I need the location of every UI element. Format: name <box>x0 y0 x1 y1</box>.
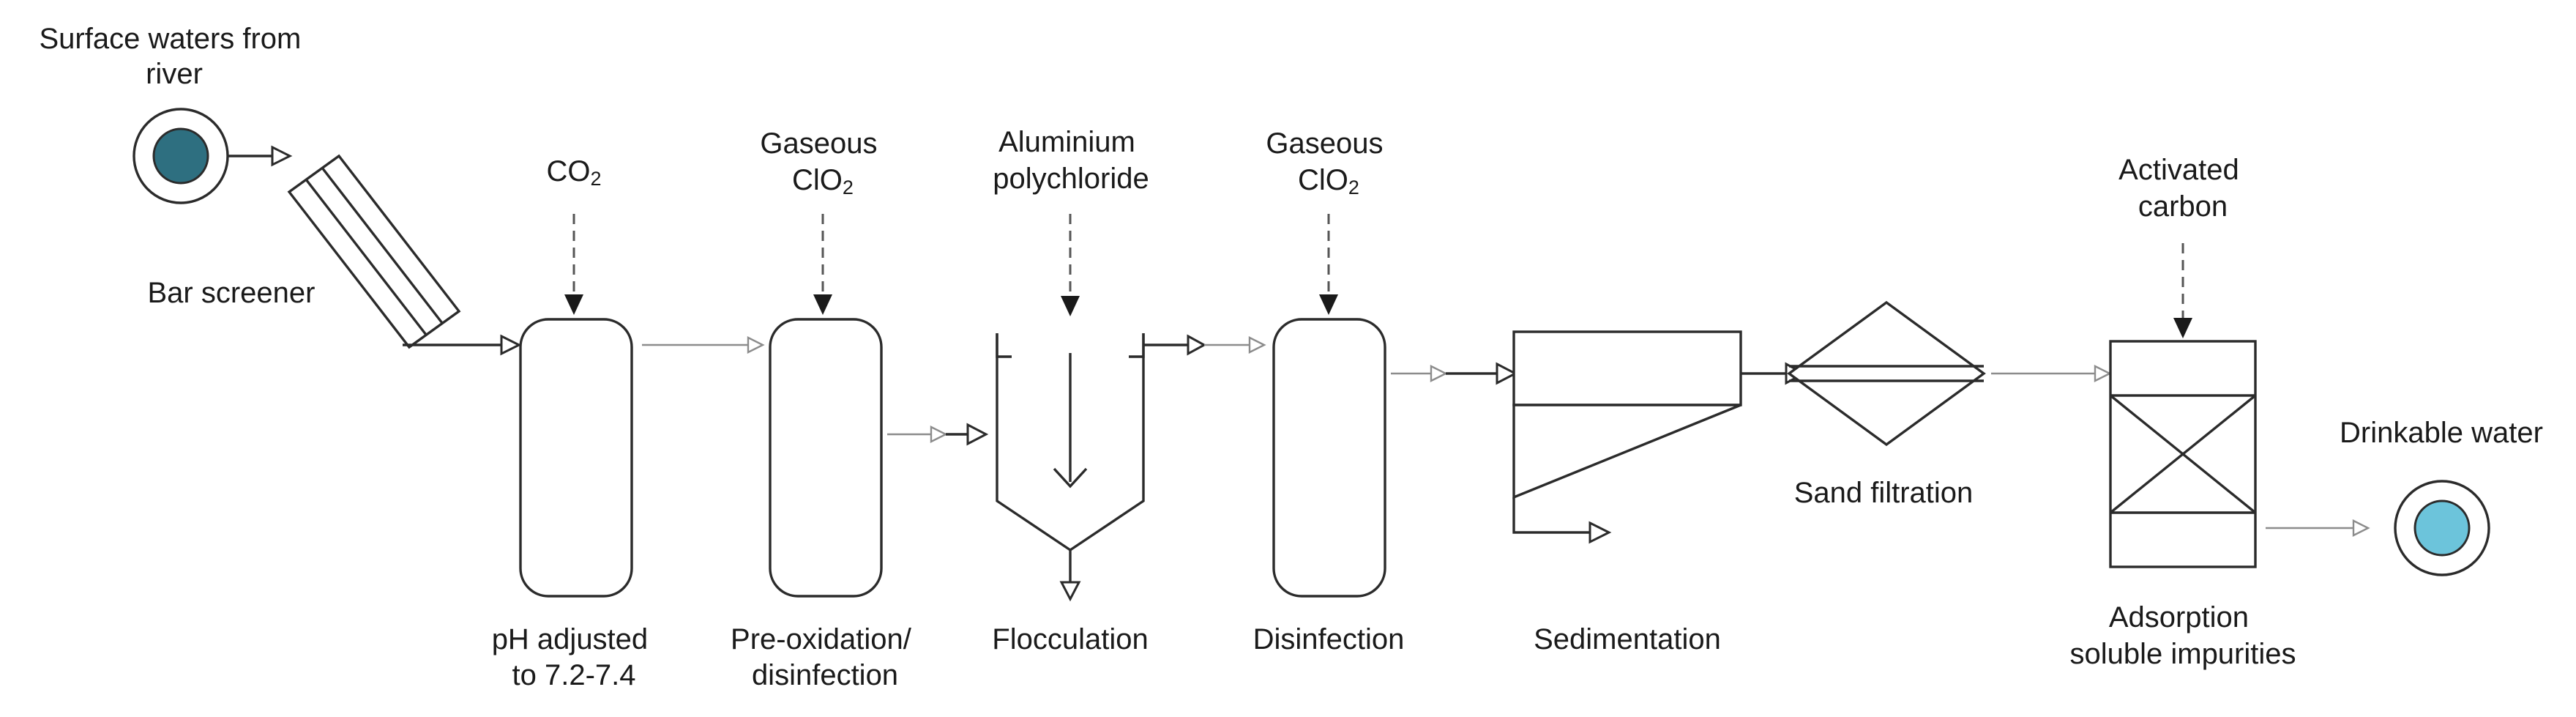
flocculation-label: Flocculation <box>992 623 1148 655</box>
floc-to-disinfection-arrow <box>1248 336 1266 354</box>
source-to-screener-arrow <box>271 145 293 167</box>
sand-to-adsorption-arrow <box>2094 365 2112 382</box>
river-source-inner <box>152 127 209 185</box>
aluminium-arrow <box>1061 296 1080 316</box>
sand-filtration-label: Sand filtration <box>1794 477 1974 509</box>
disinfection-to-sed-arrow <box>1496 362 1518 385</box>
ph-adjust-label: pH adjusted to 7.2-7.4 <box>492 623 657 691</box>
clo2-first-label: Gaseous ClO2 <box>760 127 885 198</box>
activated-carbon-arrow <box>2173 318 2192 338</box>
sand-filter <box>1787 300 1986 447</box>
disinfection-to-sed-small-arrow <box>1430 365 1448 382</box>
co2-arrow <box>564 294 583 315</box>
co2-label: CO2 <box>546 155 601 190</box>
screener-to-ph-arrow <box>500 334 522 356</box>
clo2-second-arrow <box>1319 294 1338 315</box>
sedimentation-label: Sedimentation <box>1534 623 1721 655</box>
floc-outlet-arrow <box>1187 334 1207 356</box>
drinkable-water-label: Drinkable water <box>2340 417 2543 449</box>
preox-to-floc-small-arrow <box>930 426 948 443</box>
clo2-first-arrow <box>813 294 832 315</box>
adsorption-to-output-arrow <box>2352 519 2370 537</box>
flocculation-tank <box>996 333 1145 602</box>
adsorption-column <box>2109 340 2257 568</box>
bar-screener <box>287 154 461 349</box>
ph-to-preox-arrow <box>747 336 765 354</box>
disinfection-label: Disinfection <box>1253 623 1405 655</box>
drinkable-water-inner <box>2413 499 2471 557</box>
ph-adjust-vessel <box>519 318 633 598</box>
clo2-second-label: Gaseous ClO2 <box>1266 127 1391 198</box>
river-source-node <box>132 108 229 204</box>
adsorption-label: Adsorption soluble impurities <box>2069 601 2296 670</box>
source-label: Surface waters from river <box>39 23 309 90</box>
bar-screener-label: Bar screener <box>148 277 316 309</box>
aluminium-label: Aluminium polychloride <box>993 126 1149 195</box>
pre-oxidation-vessel <box>769 318 883 598</box>
preox-to-floc-arrow <box>966 423 989 446</box>
sedimentation-tank <box>1512 330 1742 544</box>
drinkable-water-node <box>2394 480 2490 576</box>
pre-oxidation-label: Pre-oxidation/ disinfection <box>731 623 919 691</box>
activated-carbon-label: Activated carbon <box>2118 154 2247 223</box>
disinfection-vessel <box>1272 318 1386 598</box>
